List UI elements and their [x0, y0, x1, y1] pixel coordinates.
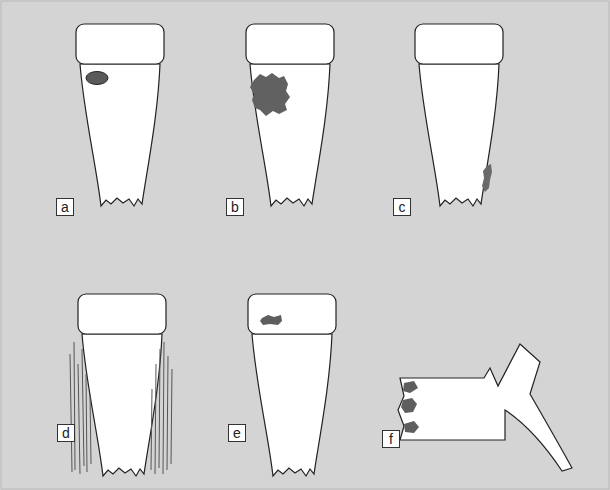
- figure-letter: f: [387, 431, 395, 447]
- tooth-drawing: [76, 24, 164, 206]
- tooth-section-drawing: [398, 344, 572, 471]
- figure-letter-box: d: [57, 424, 75, 442]
- figure-letter: b: [231, 199, 239, 215]
- figure-letter-box: c: [393, 198, 411, 216]
- tooth-drawing: [415, 24, 503, 206]
- figure-letter: c: [398, 199, 406, 215]
- tooth-drawing: [248, 294, 336, 476]
- tooth-drawing: [246, 24, 334, 206]
- figure-letter-box: a: [56, 198, 74, 216]
- figure-letter: d: [62, 425, 70, 441]
- figure-letter: e: [233, 425, 241, 441]
- figure-letter-box: e: [228, 424, 246, 442]
- figure-letter-box: b: [226, 198, 244, 216]
- figure-letter: a: [61, 199, 69, 215]
- figure-letter-box: f: [382, 430, 400, 448]
- tooth-drawing: [70, 294, 172, 476]
